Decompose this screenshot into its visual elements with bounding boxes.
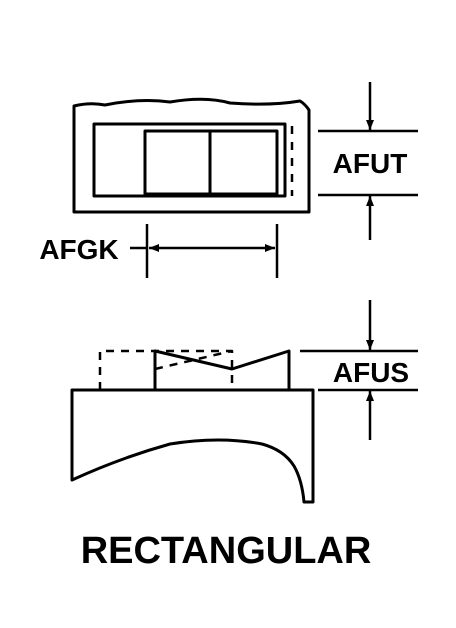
afus-dimension (300, 300, 418, 440)
shape-name-caption: RECTANGULAR (81, 530, 372, 572)
afgk-label: AFGK (39, 234, 118, 265)
top-view-outline (72, 97, 311, 214)
top-view-inner-frame (92, 122, 287, 198)
side-view-body (70, 388, 315, 504)
afgk-dimension (130, 224, 279, 278)
afus-label: AFUS (333, 357, 409, 388)
side-view (70, 349, 315, 504)
afut-dimension (318, 82, 418, 240)
afut-label: AFUT (333, 148, 408, 179)
side-view-actuator (153, 349, 291, 390)
side-view-actuator-alt (98, 349, 234, 390)
top-view (72, 97, 311, 214)
